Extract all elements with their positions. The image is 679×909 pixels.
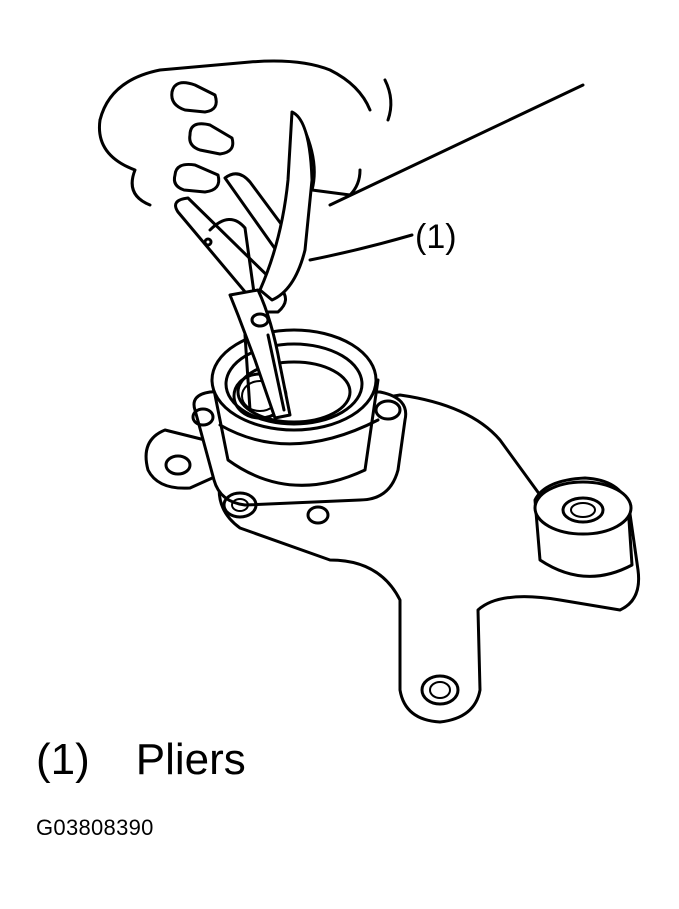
- legend-text: Pliers: [135, 735, 246, 784]
- steering-knuckle: [144, 328, 641, 724]
- figure-code: G03808390: [36, 815, 154, 840]
- hand: [97, 59, 585, 207]
- callout-label: (1): [415, 218, 457, 256]
- pliers: [174, 110, 414, 420]
- legend-number: (1): [36, 735, 90, 784]
- legend: (1) Pliers: [36, 738, 246, 782]
